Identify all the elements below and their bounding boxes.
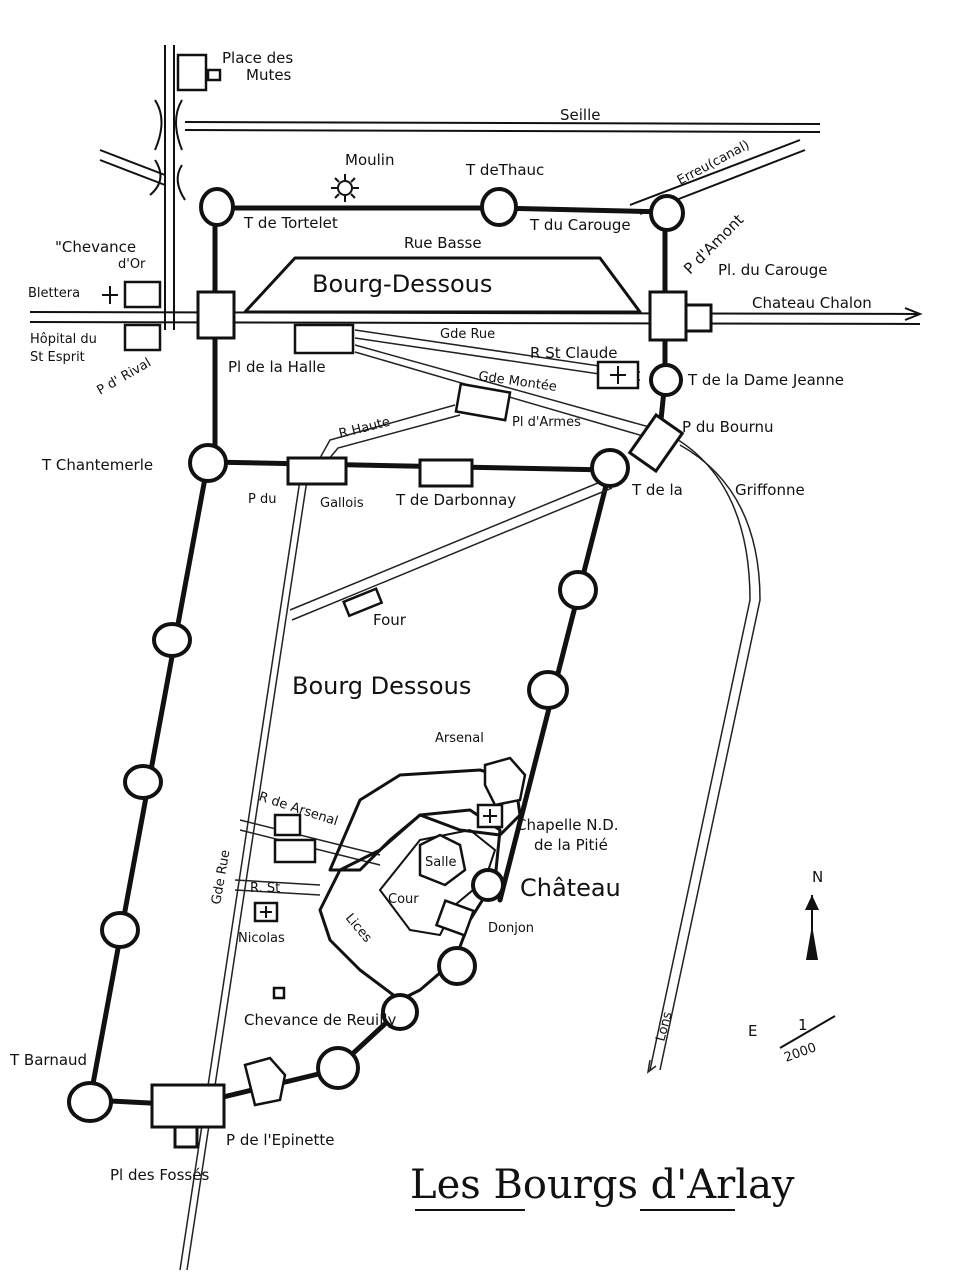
label-donjon: Donjon bbox=[488, 921, 534, 936]
label-p-de-l-epinette: P de l'Epinette bbox=[226, 1131, 335, 1149]
tower-tortelet bbox=[199, 187, 235, 227]
label-seille: Seille bbox=[560, 106, 600, 124]
label-r-st-claude: R St Claude bbox=[530, 344, 617, 362]
epinette-building bbox=[243, 1056, 287, 1107]
pl-d-armes-building bbox=[454, 382, 512, 422]
tower-dame-jeanne bbox=[649, 363, 683, 397]
tower-west-1 bbox=[152, 622, 192, 658]
buildings bbox=[102, 280, 640, 1107]
label-nicolas: Nicolas bbox=[238, 931, 285, 946]
tower-west-3 bbox=[100, 911, 140, 949]
label-arsenal: Arsenal bbox=[435, 731, 484, 746]
label-lices: Lices bbox=[342, 911, 375, 946]
label-t-de-thauc: T deThauc bbox=[465, 161, 544, 179]
tower-east-2 bbox=[527, 670, 569, 710]
label-griffonne: Griffonne bbox=[735, 481, 805, 499]
label-pl-de-la-halle: Pl de la Halle bbox=[228, 358, 326, 376]
label-four: Four bbox=[373, 611, 407, 629]
gate-p-de-l-epinette bbox=[150, 1083, 226, 1129]
label-chateau-chalon: Chateau Chalon bbox=[752, 294, 872, 312]
tower-chateau-1 bbox=[437, 946, 477, 986]
streets bbox=[179, 329, 761, 1271]
label-lons: Lons bbox=[653, 1010, 675, 1043]
label-cour: Cour bbox=[388, 892, 419, 907]
tower-barnaud bbox=[67, 1081, 113, 1123]
donjon-building bbox=[434, 899, 476, 937]
salle-building bbox=[418, 833, 467, 887]
label-pl-du-carouge: Pl. du Carouge bbox=[718, 261, 827, 279]
label-pl-des-fosses: Pl des Fossés bbox=[110, 1166, 209, 1184]
towers bbox=[67, 187, 685, 1123]
label-t-barnaud: T Barnaud bbox=[9, 1051, 87, 1069]
label-t-du-carouge: T du Carouge bbox=[529, 216, 631, 234]
label-gde-rue-side: Gde Rue bbox=[209, 849, 233, 906]
tower-carouge bbox=[480, 187, 518, 227]
gate-t-de-darbonnay bbox=[418, 458, 474, 488]
label-place-des-mutes-1: Place des bbox=[222, 49, 293, 67]
tower-west-2 bbox=[123, 764, 163, 800]
tower-chateau-2 bbox=[471, 868, 505, 902]
label-p-du-bournu: P du Bournu bbox=[682, 418, 774, 436]
moulin-symbol bbox=[331, 174, 359, 202]
label-t-dame-jeanne: T de la Dame Jeanne bbox=[687, 371, 844, 389]
label-p-d-rival: P d' Rival bbox=[95, 356, 154, 399]
label-r-haute: R Haute bbox=[337, 415, 391, 442]
label-gallois: Gallois bbox=[320, 496, 364, 511]
label-scale-e: E bbox=[748, 1022, 757, 1040]
gate-p-de-rival bbox=[196, 290, 236, 340]
label-chapelle-1: Chapelle N.D. bbox=[516, 816, 619, 834]
label-place-des-mutes-2: Mutes bbox=[246, 66, 292, 84]
label-gde-rue-top: Gde Rue bbox=[440, 327, 495, 342]
label-rue-basse: Rue Basse bbox=[404, 234, 482, 252]
map-title: Les Bourgs d'Arlay bbox=[410, 1162, 795, 1208]
label-r-st: R. St bbox=[250, 881, 280, 896]
label-chevance-or-2: d'Or bbox=[118, 257, 146, 272]
gate-p-du-bournu bbox=[627, 412, 685, 474]
tower-chantemerle bbox=[188, 443, 228, 483]
bourg-dessous-enclosure bbox=[243, 256, 642, 314]
label-chevance-or-1: "Chevance bbox=[55, 238, 136, 256]
tower-griffonne bbox=[590, 448, 630, 488]
gate-p-du-gallois bbox=[286, 456, 348, 486]
arsenal-building bbox=[483, 756, 527, 807]
label-scale-num: 1 bbox=[798, 1016, 808, 1034]
label-moulin: Moulin bbox=[345, 151, 394, 169]
four-building bbox=[341, 587, 384, 618]
labels: Place des Mutes Seille Moulin T deThauc … bbox=[9, 49, 872, 1208]
scale-bar bbox=[779, 1015, 836, 1049]
label-t-de-darbonnay: T de Darbonnay bbox=[395, 491, 516, 509]
label-chevance-reuilly: Chevance de Reuilly bbox=[244, 1011, 397, 1029]
label-bourg-dessous-mid: Bourg Dessous bbox=[292, 672, 471, 700]
place-des-mutes-building bbox=[176, 53, 208, 92]
label-chateau: Château bbox=[520, 874, 621, 902]
halle-building bbox=[293, 323, 355, 355]
tower-amont bbox=[649, 194, 685, 232]
label-salle: Salle bbox=[425, 855, 456, 870]
chevance-marker bbox=[272, 986, 286, 1000]
tower-south bbox=[316, 1046, 360, 1090]
hopital-building bbox=[123, 323, 162, 352]
label-north: N bbox=[812, 868, 823, 886]
rue-houses bbox=[273, 838, 317, 864]
label-p-du: P du bbox=[248, 492, 276, 507]
label-hopital-1: Hôpital du bbox=[30, 332, 97, 347]
label-hopital-2: St Esprit bbox=[30, 350, 85, 365]
gates bbox=[150, 290, 713, 1149]
tower-east-1 bbox=[558, 570, 598, 610]
river-seille bbox=[184, 121, 821, 133]
label-pl-d-armes: Pl d'Armes bbox=[512, 415, 581, 430]
blettera-building bbox=[123, 280, 162, 309]
north-arrow bbox=[805, 895, 819, 960]
label-chapelle-2: de la Pitié bbox=[534, 836, 608, 854]
arsenal-street-building bbox=[273, 813, 302, 837]
label-blettera: Blettera bbox=[28, 286, 80, 301]
label-bourg-dessous-top: Bourg-Dessous bbox=[312, 270, 492, 298]
label-t-chantemerle: T Chantemerle bbox=[41, 456, 153, 474]
road-north-left bbox=[99, 45, 222, 330]
tower-reuilly bbox=[381, 993, 419, 1031]
gate-p-d-amont bbox=[648, 290, 688, 342]
label-t-de-tortelet: T de Tortelet bbox=[243, 214, 338, 232]
label-t-de-la: T de la bbox=[631, 481, 683, 499]
